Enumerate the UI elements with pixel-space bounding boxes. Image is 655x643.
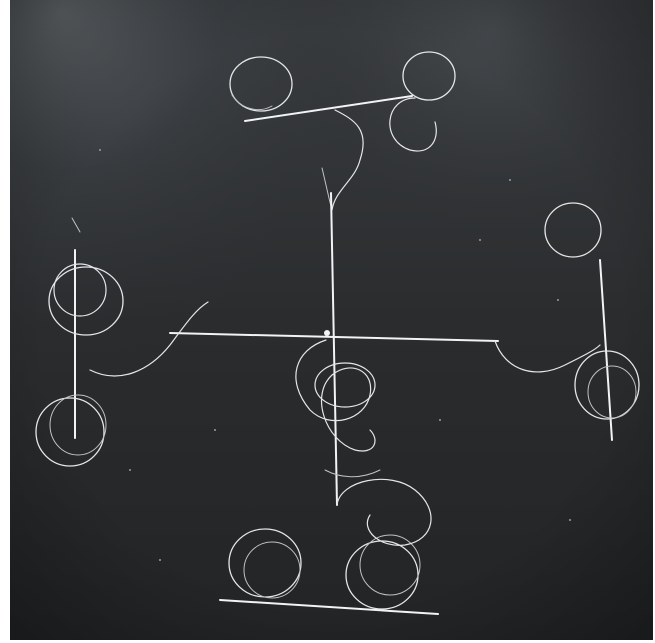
vignette xyxy=(10,0,653,640)
photo-canvas xyxy=(10,0,653,640)
photograph xyxy=(10,0,653,640)
center-knot xyxy=(324,330,330,336)
